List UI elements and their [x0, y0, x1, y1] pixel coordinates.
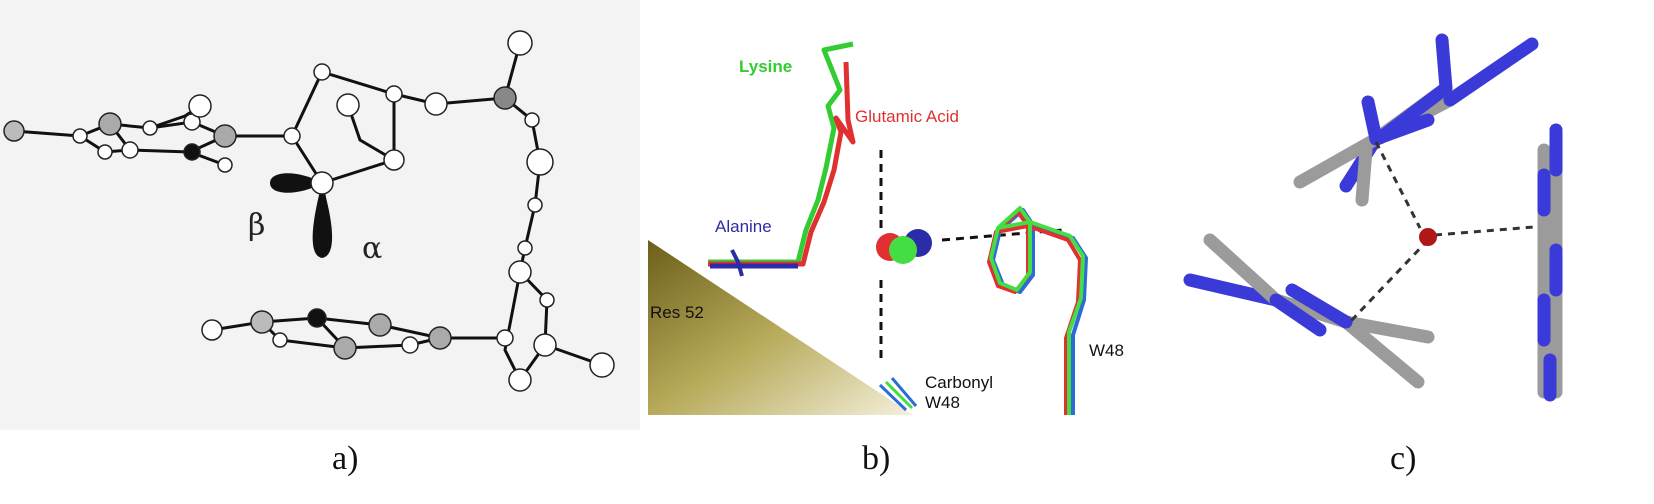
panel-a-caption: a): [332, 440, 359, 477]
lysine-label: Lysine: [739, 57, 792, 76]
panel-a-atoms: [3, 30, 615, 392]
bottom-molecule: [1183, 233, 1435, 389]
alpha-label: α: [362, 231, 382, 266]
water-oxygen: [1419, 228, 1437, 246]
w48-label: W48: [1089, 341, 1124, 360]
panel-c-drawing: [1183, 33, 1563, 402]
w48-indole: [987, 206, 1088, 415]
top-molecule: [1293, 33, 1539, 207]
panel-a-drawing: β α: [3, 30, 615, 392]
right-molecule: [1537, 123, 1563, 402]
carbonyl-label: Carbonyl: [925, 373, 993, 392]
alanine-branch: [730, 249, 744, 277]
panel-c-hbonds: [1348, 141, 1535, 324]
beta-lobe: [270, 173, 322, 193]
helix-ribbon: [648, 240, 913, 415]
panel-c-caption: c): [1390, 440, 1417, 477]
carbonyl-stubs: [878, 377, 918, 412]
panel-a-ball-and-stick: β α: [0, 0, 640, 430]
beta-label: β: [248, 208, 265, 243]
carbonyl-w48-label: W48: [925, 393, 960, 412]
alpha-lobe: [312, 183, 333, 258]
water-oxygen-green: [889, 236, 917, 264]
panel-b-residue-overlay: Lysine Glutamic Acid Alanine Res 52 Carb…: [648, 0, 1124, 415]
alanine-label: Alanine: [715, 217, 772, 236]
glutamic-acid-label: Glutamic Acid: [855, 107, 959, 126]
panel-b-caption: b): [862, 440, 891, 477]
res52-label: Res 52: [650, 303, 704, 322]
panel-b-drawing: Lysine Glutamic Acid Alanine Res 52 Carb…: [648, 41, 1124, 415]
panel-c-stick-model: [1170, 0, 1570, 420]
